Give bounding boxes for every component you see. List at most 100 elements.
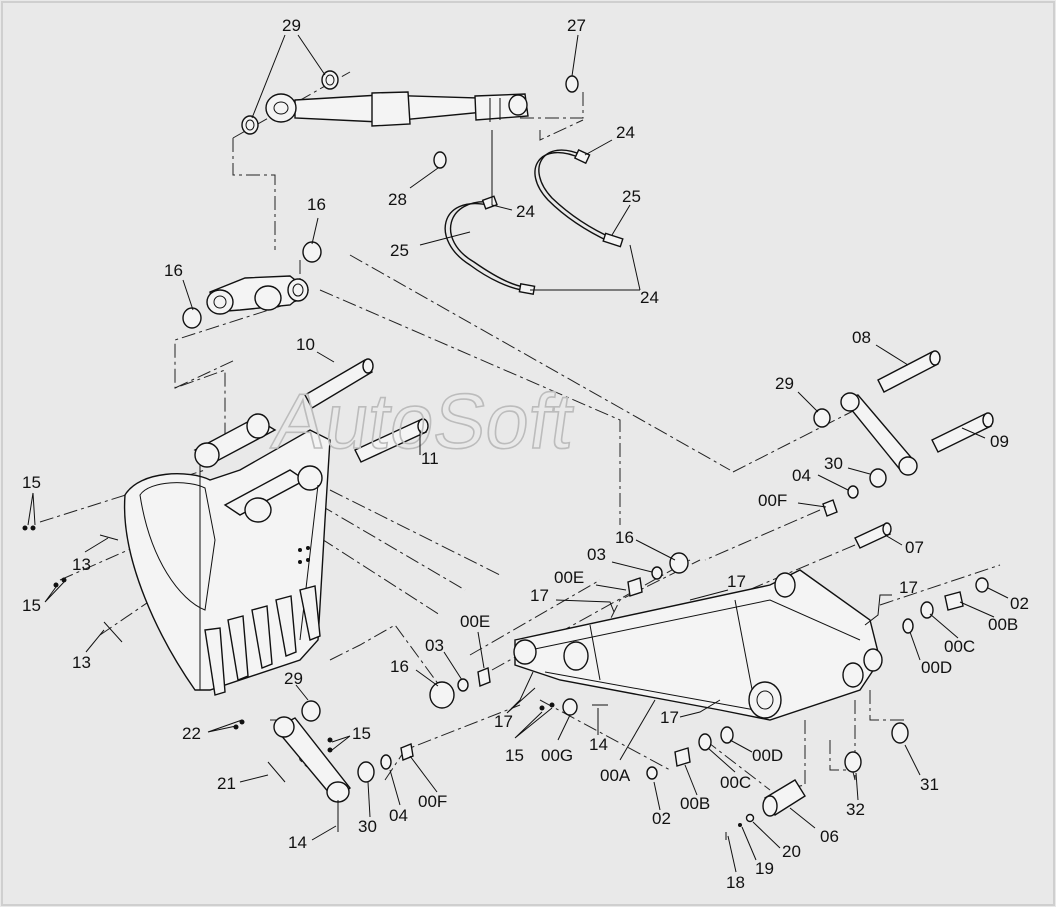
arm-cylinder bbox=[265, 91, 529, 127]
ring bbox=[457, 678, 469, 692]
ring bbox=[720, 726, 734, 744]
label-16: 16 bbox=[615, 528, 634, 547]
label-08: 08 bbox=[852, 328, 871, 347]
bucket bbox=[123, 413, 331, 696]
label-28: 28 bbox=[388, 190, 407, 209]
part-labels: 29 27 24 28 24 25 25 24 16 16 10 11 08 2… bbox=[22, 16, 1029, 892]
washer bbox=[301, 700, 321, 722]
label-16: 16 bbox=[390, 657, 409, 676]
label-24: 24 bbox=[516, 202, 535, 221]
watermark: AutoSoft bbox=[268, 377, 580, 465]
label-17: 17 bbox=[899, 578, 918, 597]
bushing bbox=[944, 591, 964, 611]
label-15: 15 bbox=[352, 724, 371, 743]
ring bbox=[847, 485, 859, 499]
label-11: 11 bbox=[421, 449, 439, 468]
label-00D: 00D bbox=[921, 658, 952, 677]
label-10: 10 bbox=[296, 335, 315, 354]
ring bbox=[380, 754, 392, 770]
label-00G: 00G bbox=[541, 746, 573, 765]
label-04: 04 bbox=[389, 806, 408, 825]
ring bbox=[646, 766, 658, 780]
plug bbox=[565, 75, 579, 93]
label-02: 02 bbox=[1010, 594, 1029, 613]
label-24: 24 bbox=[616, 123, 635, 142]
ring bbox=[651, 566, 663, 580]
o-ring bbox=[182, 307, 202, 329]
label-29: 29 bbox=[775, 374, 794, 393]
bucket-link bbox=[206, 275, 310, 315]
washer-hole bbox=[325, 74, 335, 86]
label-07: 07 bbox=[905, 538, 924, 557]
o-ring bbox=[669, 552, 689, 574]
label-21: 21 bbox=[217, 774, 236, 793]
plug bbox=[433, 151, 447, 169]
leader-lines bbox=[27, 34, 1009, 873]
label-03: 03 bbox=[425, 636, 444, 655]
side-link bbox=[840, 392, 918, 476]
label-09: 09 bbox=[990, 432, 1009, 451]
label-00C: 00C bbox=[720, 773, 751, 792]
label-00F: 00F bbox=[418, 792, 447, 811]
label-29: 29 bbox=[282, 16, 301, 35]
label-27: 27 bbox=[567, 16, 586, 35]
bushing bbox=[822, 499, 838, 517]
label-00E: 00E bbox=[460, 612, 490, 631]
label-25: 25 bbox=[622, 187, 641, 206]
label-31: 31 bbox=[920, 775, 939, 794]
label-00D: 00D bbox=[752, 746, 783, 765]
collar bbox=[562, 698, 578, 716]
ring bbox=[698, 733, 712, 751]
label-24: 24 bbox=[640, 288, 659, 307]
label-19: 19 bbox=[755, 859, 774, 878]
label-00C: 00C bbox=[944, 637, 975, 656]
o-ring bbox=[302, 241, 322, 263]
label-18: 18 bbox=[726, 873, 745, 892]
label-15: 15 bbox=[22, 473, 41, 492]
label-00A: 00A bbox=[600, 766, 631, 785]
washer bbox=[321, 70, 339, 90]
label-17: 17 bbox=[494, 712, 513, 731]
label-14: 14 bbox=[288, 833, 307, 852]
label-00B: 00B bbox=[988, 615, 1018, 634]
label-13: 13 bbox=[72, 555, 91, 574]
shim-31 bbox=[891, 722, 909, 744]
bushing bbox=[674, 747, 691, 767]
washer bbox=[813, 408, 831, 428]
label-00E: 00E bbox=[554, 568, 584, 587]
label-16: 16 bbox=[307, 195, 326, 214]
washer bbox=[869, 468, 887, 488]
label-17: 17 bbox=[660, 708, 679, 727]
bushing bbox=[477, 667, 491, 687]
label-17: 17 bbox=[727, 572, 746, 591]
label-22: 22 bbox=[182, 724, 201, 743]
hydraulic-hoses bbox=[444, 149, 624, 295]
arm-structure bbox=[513, 569, 883, 721]
o-ring bbox=[429, 681, 455, 709]
label-29: 29 bbox=[284, 669, 303, 688]
label-17: 17 bbox=[530, 586, 549, 605]
washer bbox=[357, 761, 375, 783]
pin-06 bbox=[725, 779, 806, 840]
ring bbox=[975, 577, 989, 593]
pins bbox=[304, 350, 994, 549]
label-04: 04 bbox=[792, 466, 811, 485]
label-16: 16 bbox=[164, 261, 183, 280]
label-30: 30 bbox=[824, 454, 843, 473]
label-03: 03 bbox=[587, 545, 606, 564]
washer-hole bbox=[245, 119, 255, 131]
label-15: 15 bbox=[505, 746, 524, 765]
washer bbox=[241, 115, 259, 135]
label-15: 15 bbox=[22, 596, 41, 615]
label-32: 32 bbox=[846, 800, 865, 819]
small-fasteners bbox=[22, 525, 608, 753]
label-30: 30 bbox=[358, 817, 377, 836]
label-14: 14 bbox=[589, 735, 608, 754]
label-20: 20 bbox=[782, 842, 801, 861]
bushing bbox=[627, 577, 643, 597]
label-02: 02 bbox=[652, 809, 671, 828]
label-06: 06 bbox=[820, 827, 839, 846]
label-13: 13 bbox=[72, 653, 91, 672]
